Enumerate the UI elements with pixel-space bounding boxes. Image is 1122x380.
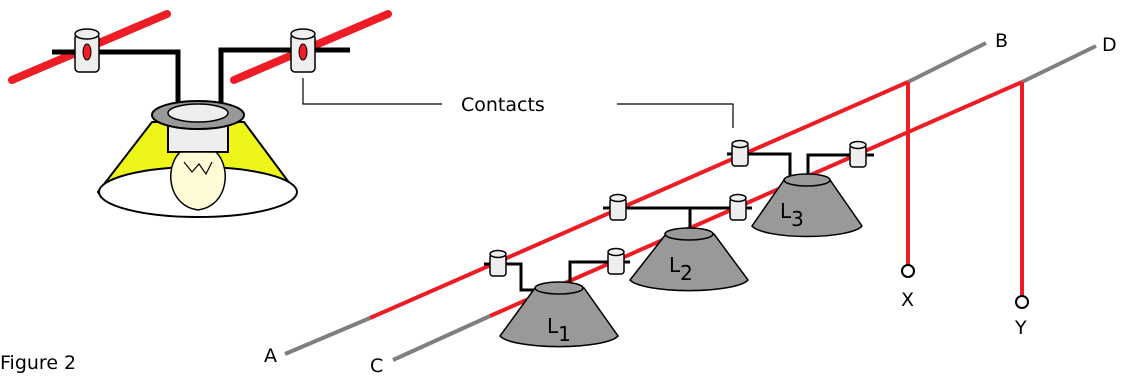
- contact-l1-ab: [484, 249, 508, 277]
- contact-detail-left: [74, 28, 100, 73]
- left-conductor: [8, 10, 392, 84]
- terminal-x-label: X: [901, 289, 914, 311]
- contacts-label: Contacts: [461, 94, 545, 116]
- lamp-l3: L3: [740, 152, 863, 238]
- lamp-l2-label: L2: [669, 253, 693, 285]
- lamp-l3-label: L3: [780, 199, 804, 231]
- label-b: B: [995, 30, 1008, 52]
- conductor-ab: [284, 41, 987, 356]
- lamp-l1: L1: [498, 260, 619, 348]
- lamp-l1-label: L1: [547, 314, 571, 346]
- conductor-cd: [392, 44, 1097, 362]
- contact-detail-right: [290, 28, 316, 73]
- contact-l3-cd: [845, 140, 874, 168]
- terminal-y: Y: [1014, 295, 1029, 339]
- lamp-l2: L2: [618, 206, 749, 292]
- contact-l2-ab: [603, 193, 630, 221]
- terminal-y-label: Y: [1014, 317, 1027, 339]
- contact-l3-ab: [727, 139, 752, 167]
- label-d: D: [1102, 34, 1117, 56]
- contact-l1-cd: [603, 247, 630, 275]
- label-c: C: [370, 355, 383, 376]
- label-a: A: [264, 345, 277, 367]
- terminal-x: X: [901, 264, 915, 311]
- figure-label: Figure 2: [0, 352, 76, 374]
- light-bulb: [170, 151, 226, 211]
- contacts-callout: Contacts: [302, 78, 734, 128]
- contact-l2-cd: [726, 193, 752, 221]
- lamp-detail: [8, 10, 392, 218]
